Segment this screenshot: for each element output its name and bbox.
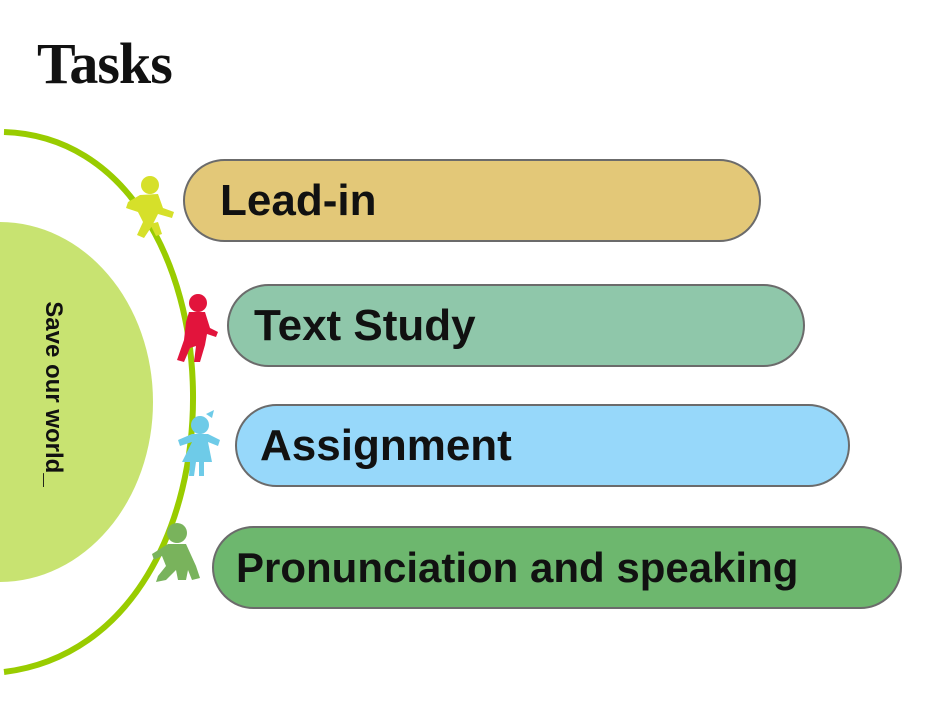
task-pronunciation-and-speaking[interactable]: Pronunciation and speaking [212, 526, 902, 609]
task-label: Lead-in [220, 175, 377, 225]
red-child-figure-icon [177, 294, 218, 362]
page-title: Tasks [37, 31, 173, 96]
task-label: Pronunciation and speaking [236, 543, 799, 591]
side-label: Save our world_ [40, 301, 67, 487]
task-label: Text Study [254, 300, 476, 350]
yellow-child-figure-icon [126, 176, 174, 238]
blue-child-figure-icon [178, 410, 220, 476]
task-assignment[interactable]: Assignment [235, 404, 850, 487]
green-child-figure-icon [152, 523, 200, 582]
task-lead-in[interactable]: Lead-in [183, 159, 761, 242]
task-text-study[interactable]: Text Study [227, 284, 805, 367]
half-circle [0, 222, 153, 582]
task-label: Assignment [260, 420, 512, 470]
green-arc [3, 129, 196, 675]
